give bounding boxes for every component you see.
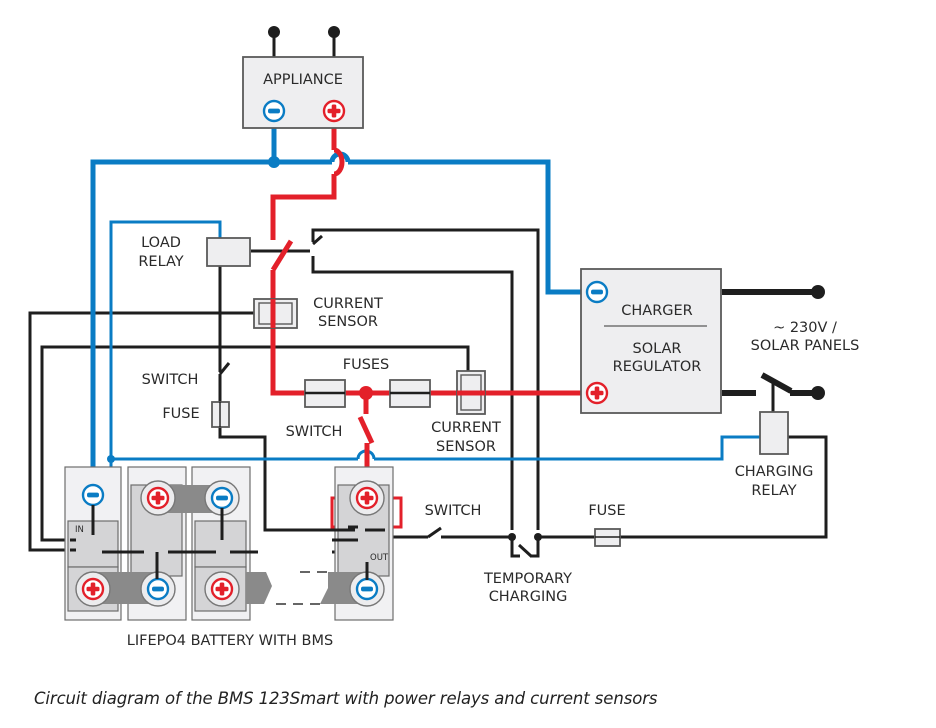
load-relay: LOAD RELAY <box>138 235 251 270</box>
fuses-label: FUSES <box>343 357 390 373</box>
charging-relay-wire <box>620 435 828 539</box>
load-relay-label-1: LOAD <box>141 235 181 251</box>
switch-main-label: SWITCH <box>286 424 343 440</box>
switch-left-blade <box>218 362 231 375</box>
sensor-charge-wire <box>40 345 470 542</box>
positive-to-fuses <box>270 270 305 396</box>
charger: CHARGER SOLAR REGULATOR <box>580 268 722 414</box>
current-sensor-charge-label-2: SENSOR <box>436 439 496 455</box>
current-sensor-load-label-1: CURRENT <box>313 296 383 312</box>
appliance-connector-left <box>268 26 280 38</box>
cell-n-plus-terminal-icon <box>350 481 384 515</box>
current-sensor-charge: CURRENT SENSOR <box>431 370 501 455</box>
charger-plus-terminal-icon <box>585 381 609 405</box>
appliance-box <box>242 56 364 129</box>
cell-3-plus-terminal-icon <box>205 572 239 606</box>
current-sensor-charge-label-1: CURRENT <box>431 420 501 436</box>
mains-label-2: SOLAR PANELS <box>751 338 860 354</box>
negative-junction-small <box>107 455 115 463</box>
cell-2-plus-terminal-icon <box>141 481 175 515</box>
current-sensor-load: CURRENT SENSOR <box>253 296 383 330</box>
mains-label-1: ~ 230V / <box>773 320 837 336</box>
mains-connector-top <box>811 285 825 299</box>
negative-junction <box>268 156 280 168</box>
positive-crossover <box>333 147 345 177</box>
fuse-left: FUSE <box>162 401 230 428</box>
charger-minus-terminal-icon <box>585 280 609 304</box>
regulator-label: REGULATOR <box>613 359 702 375</box>
plus-terminal-icon <box>322 99 346 123</box>
positive-wires <box>270 128 586 529</box>
bms-stubs <box>70 505 385 580</box>
negative-bus-left <box>90 159 332 495</box>
charging-relay-label-2: RELAY <box>751 483 796 499</box>
temp-charging-right <box>530 537 540 558</box>
temporary-charging-label-1: TEMPORARY <box>483 571 572 587</box>
switch-out-blade <box>427 526 442 539</box>
bms-out-label: OUT <box>370 553 389 563</box>
load-relay-label-2: RELAY <box>138 254 183 270</box>
figure-caption: Circuit diagram of the BMS 123Smart with… <box>34 689 658 708</box>
appliance: APPLIANCE <box>242 56 364 129</box>
mains-connector-bottom <box>811 386 825 400</box>
fuse-right: FUSE <box>588 503 626 547</box>
switch-left-label: SWITCH <box>142 372 199 388</box>
cell-1-plus-terminal-icon <box>76 572 110 606</box>
minus-terminal-icon <box>262 99 286 123</box>
charging-relay: CHARGING RELAY <box>735 411 814 499</box>
charging-relay-label-1: CHARGING <box>735 464 814 480</box>
aux-wire-outer <box>311 228 540 530</box>
temp-charging-blade <box>517 543 533 558</box>
temporary-charging-label-2: CHARGING <box>489 589 568 605</box>
fuse-left-wire <box>218 427 333 532</box>
bms-in-label: IN <box>75 525 84 535</box>
temp-charging-left <box>510 537 520 558</box>
aux-switch-blade <box>312 234 323 246</box>
positive-to-load-relay <box>270 174 337 240</box>
fuse-left-label: FUSE <box>162 406 199 422</box>
charging-relay-negative <box>374 435 760 461</box>
charging-relay-switch-blade <box>760 372 793 394</box>
charger-label: CHARGER <box>621 303 693 319</box>
sensor-load-wire <box>28 311 254 552</box>
load-relay-contact-blade <box>270 239 294 272</box>
switch-left: SWITCH <box>142 372 199 388</box>
cell-strap-3-broken <box>246 572 272 604</box>
battery-pack: IN OUT LIFEPO4 BATTERY WITH BMS <box>64 466 394 649</box>
solar-label: SOLAR <box>632 341 681 357</box>
fuses: FUSES <box>304 357 431 408</box>
main-switch-blade <box>357 415 375 445</box>
appliance-connector-right <box>328 26 340 38</box>
cell-1-minus-terminal-icon <box>81 483 105 507</box>
fuse-right-label: FUSE <box>588 503 625 519</box>
junction-dot <box>508 533 516 541</box>
negative-bus-charger <box>348 159 586 295</box>
switch-out-label: SWITCH <box>425 503 482 519</box>
appliance-label: APPLIANCE <box>263 72 343 88</box>
aux-wire-inner <box>311 256 514 530</box>
current-sensor-load-label-2: SENSOR <box>318 314 378 330</box>
load-relay-coil <box>206 237 251 267</box>
battery-label: LIFEPO4 BATTERY WITH BMS <box>127 633 333 649</box>
charging-relay-coil <box>759 411 789 455</box>
